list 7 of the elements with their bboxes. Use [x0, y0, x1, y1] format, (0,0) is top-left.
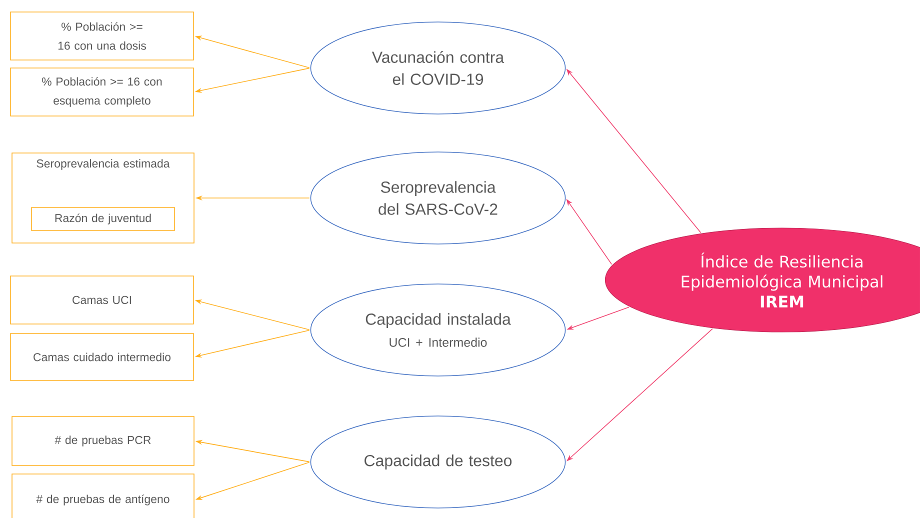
indicator-box: # de pruebas PCR: [12, 416, 194, 466]
indicator-box: Camas UCI: [10, 276, 194, 324]
indicator-box: # de pruebas de antígeno: [12, 474, 194, 518]
indicator-box: Camas cuidado intermedio: [10, 333, 194, 381]
indicator-box: Razón de juventud: [31, 207, 175, 231]
indicator-box: % Población >= 16 con esquema completo: [10, 68, 194, 116]
indicator-box: % Población >= 16 con una dosis: [10, 12, 194, 60]
